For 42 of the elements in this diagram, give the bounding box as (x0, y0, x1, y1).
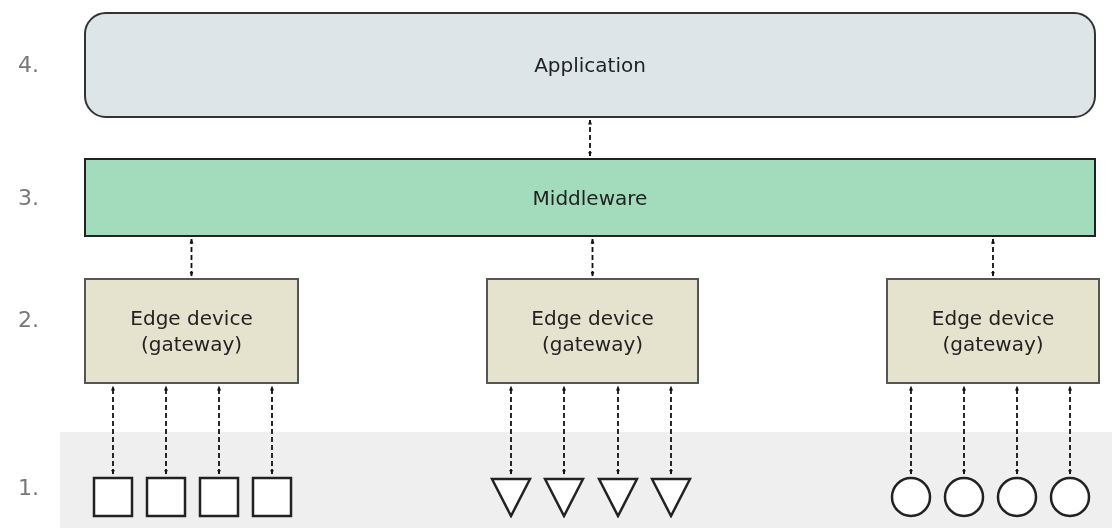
layer-number: 1. (18, 477, 39, 499)
gateway-box (886, 278, 1100, 384)
double-arrow (962, 385, 966, 475)
box-symbol (92, 476, 134, 518)
triangle-symbol (543, 476, 585, 518)
circle-symbol (890, 476, 932, 518)
box-label: Edge device (gateway) (530, 305, 655, 357)
box-label: Application (534, 52, 646, 79)
circle-symbol (943, 476, 985, 518)
double-arrow (509, 385, 513, 475)
circle-symbol (1049, 476, 1091, 518)
gateway-box (84, 278, 299, 384)
double-arrow (669, 385, 673, 475)
box-label: Edge device (gateway) (930, 305, 1056, 357)
layer-number: 2. (18, 309, 39, 331)
gateway-box (486, 278, 699, 384)
double-arrow (588, 119, 592, 157)
layer-number: 4. (18, 54, 39, 76)
double-arrow (164, 385, 168, 475)
triangle-symbol (490, 476, 532, 518)
triangle-symbol (650, 476, 692, 518)
double-arrow (189, 238, 194, 277)
double-arrow (217, 385, 221, 475)
double-arrow (1068, 385, 1072, 475)
layer-number: 3. (18, 187, 39, 209)
double-arrow (909, 385, 913, 475)
box-symbol (145, 476, 187, 518)
double-arrow (991, 238, 995, 277)
double-arrow (1015, 385, 1019, 475)
application-box (84, 12, 1096, 118)
triangle-symbol (597, 476, 639, 518)
double-arrow (111, 385, 115, 475)
box-label: Middleware (532, 184, 648, 212)
box-symbol (251, 476, 293, 518)
circle-symbol (996, 476, 1038, 518)
box-symbol (198, 476, 240, 518)
middleware-bar (84, 158, 1096, 237)
double-arrow (616, 385, 620, 475)
double-arrow (590, 238, 595, 277)
double-arrow (270, 385, 274, 475)
box-label: Edge device (gateway) (129, 305, 254, 357)
double-arrow (562, 385, 566, 475)
